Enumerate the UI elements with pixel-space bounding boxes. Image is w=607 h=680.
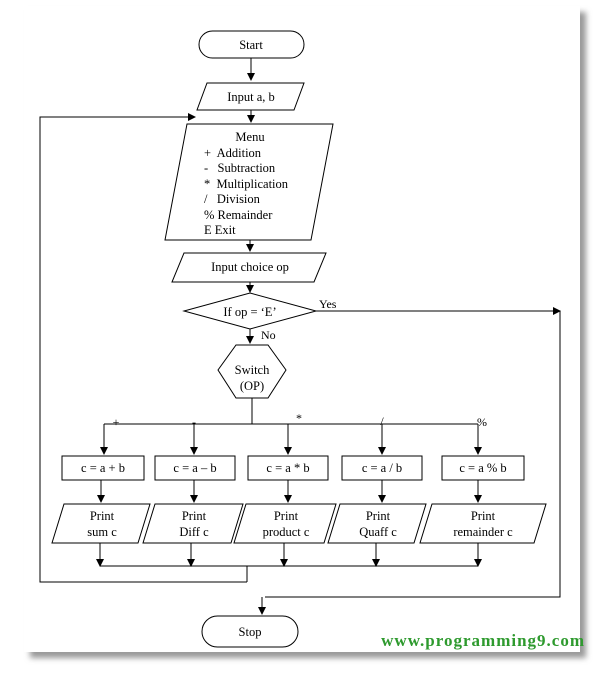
print-remainder-parallelogram xyxy=(419,503,547,544)
print-quotient-parallelogram xyxy=(327,503,427,544)
print-diff-parallelogram xyxy=(142,503,244,544)
print-sum-line1: Print xyxy=(90,509,115,523)
menu-item-multiplication: * Multiplication xyxy=(204,177,289,191)
input-ab-parallelogram xyxy=(196,82,305,111)
case-op-remainder: % xyxy=(477,415,487,429)
case-op-divide: / xyxy=(380,414,384,428)
case-op-multiply: * xyxy=(296,411,302,425)
calc-quotient-label: c = a / b xyxy=(362,461,402,475)
print-product-line2: product c xyxy=(263,525,310,539)
menu-item-remainder: % Remainder xyxy=(204,208,273,222)
calc-product-label: c = a * b xyxy=(266,461,309,475)
print-diff-line1: Print xyxy=(182,509,207,523)
calc-box-quotient xyxy=(341,455,423,481)
case-op-plus: + xyxy=(113,415,120,429)
watermark-text: www.programming9.com xyxy=(381,631,585,650)
menu-title: Menu xyxy=(235,130,265,144)
calc-remainder-label: c = a % b xyxy=(459,461,506,475)
menu-item-exit: E Exit xyxy=(204,223,236,237)
loop-back-line xyxy=(39,116,247,583)
calc-sum-label: c = a + b xyxy=(81,461,125,475)
menu-parallelogram xyxy=(164,123,334,241)
switch-label-line2: (OP) xyxy=(240,379,264,393)
print-sum-line2: sum c xyxy=(87,525,117,539)
decision-label: If op = ‘E’ xyxy=(223,305,276,319)
print-quotient-line2: Quaff c xyxy=(359,525,397,539)
print-remainder-line2: remainder c xyxy=(453,525,513,539)
menu-item-subtraction: - Subtraction xyxy=(204,161,276,175)
print-quotient-line1: Print xyxy=(366,509,391,523)
no-label: No xyxy=(261,328,276,342)
input-ab-label: Input a, b xyxy=(227,90,275,104)
switch-hexagon xyxy=(217,344,287,399)
print-product-parallelogram xyxy=(233,503,337,544)
calc-diff-label: c = a – b xyxy=(173,461,216,475)
input-choice-parallelogram xyxy=(171,252,327,283)
menu-item-addition: + Addition xyxy=(204,146,262,160)
switch-label-line1: Switch xyxy=(235,363,270,377)
menu-item-division: / Division xyxy=(204,192,261,206)
calc-box-remainder xyxy=(441,455,525,481)
case-op-minus: - xyxy=(192,415,196,429)
page xyxy=(24,6,580,652)
print-remainder-line1: Print xyxy=(471,509,496,523)
calc-box-product xyxy=(247,455,329,481)
input-choice-label: Input choice op xyxy=(211,260,289,274)
yes-label: Yes xyxy=(319,297,337,311)
start-label: Start xyxy=(239,38,263,52)
calc-box-diff xyxy=(154,455,236,481)
print-sum-parallelogram xyxy=(51,503,151,544)
print-diff-line2: Diff c xyxy=(179,525,209,539)
stop-label: Stop xyxy=(239,625,262,639)
yes-branch-line xyxy=(265,310,561,598)
print-product-line1: Print xyxy=(274,509,299,523)
stop-terminator xyxy=(201,615,299,648)
calc-box-sum xyxy=(61,455,145,481)
